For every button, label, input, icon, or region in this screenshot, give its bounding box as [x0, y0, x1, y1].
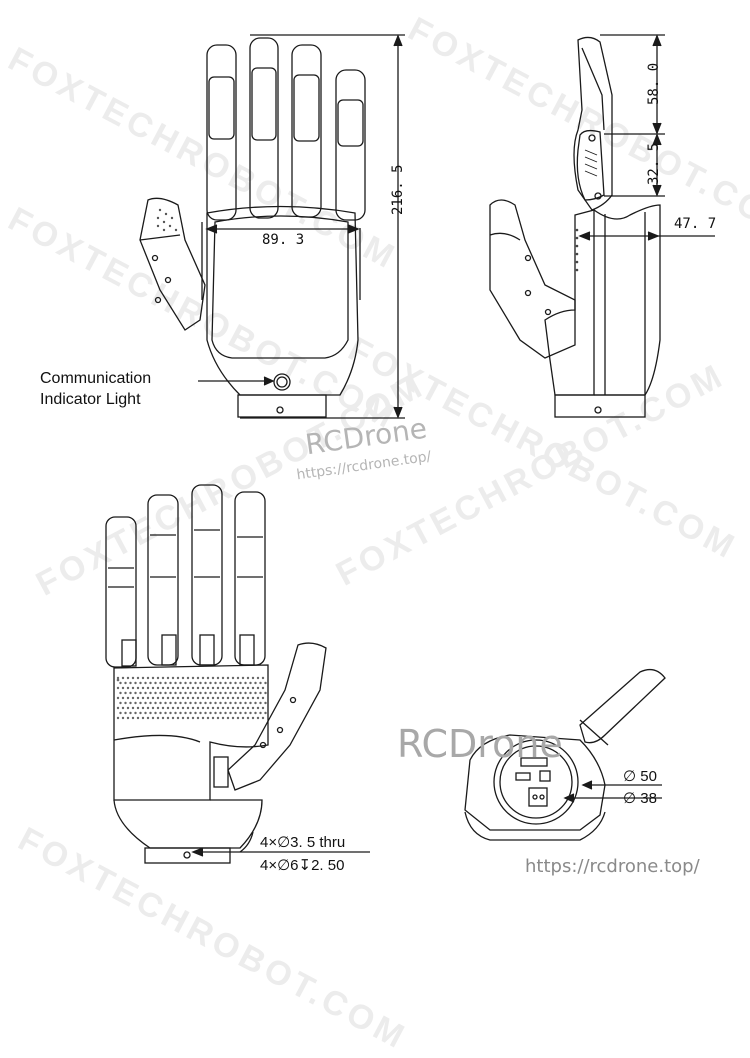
- rcdrone-logo-watermark: RCDrone: [397, 722, 563, 766]
- inner-diameter-label: ∅ 38: [623, 790, 657, 807]
- hole-spec-through: 4×∅3. 5 thru: [260, 834, 346, 851]
- front-height-dimension: 216. 5: [390, 164, 406, 215]
- side-fingertip-dimension: 58. 0: [646, 62, 662, 105]
- side-finger-mid-dimension: 32. 5: [646, 142, 662, 185]
- palm-view-hand: [105, 484, 327, 864]
- side-view-hand: [489, 36, 661, 418]
- hole-spec-counterbore: 4×∅6↧2. 50: [260, 857, 345, 874]
- callout-communication-light-line2: Indicator Light: [40, 391, 141, 408]
- side-palm-thickness-dimension: 47. 7: [674, 216, 717, 232]
- front-view-hand: [139, 37, 366, 418]
- bottom-dimension-lines: [563, 780, 662, 803]
- callout-communication-light-line1: Communication: [40, 370, 152, 387]
- rcdrone-url-footer: https://rcdrone.top/: [525, 856, 700, 877]
- technical-drawing: [105, 34, 715, 864]
- front-width-dimension: 89. 3: [262, 232, 305, 248]
- outer-diameter-label: ∅ 50: [623, 768, 657, 785]
- palm-callout-line: [191, 831, 370, 857]
- side-dimension-lines: [578, 34, 715, 241]
- palm-perforation: [116, 676, 267, 720]
- bottom-view: [464, 668, 666, 841]
- front-dimension-lines: [198, 34, 405, 419]
